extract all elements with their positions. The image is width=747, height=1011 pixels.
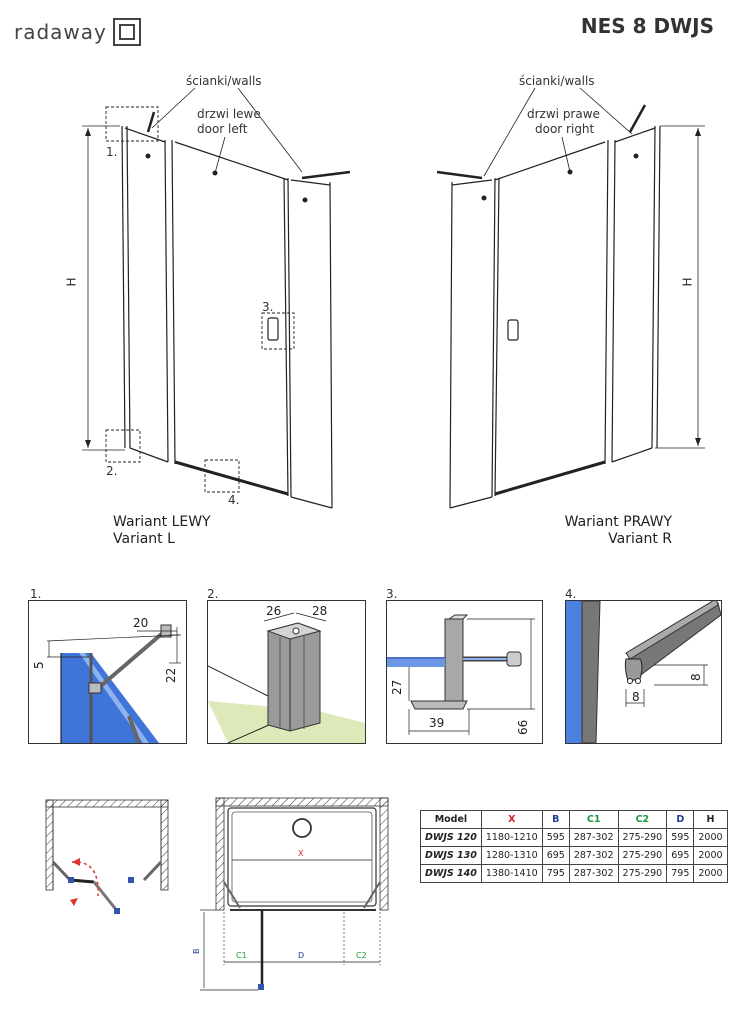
plan-x-label: X (298, 849, 304, 858)
table-cell: DWJS 120 (420, 828, 482, 847)
detail-1-dim-a: 20 (133, 616, 148, 630)
table-cell: 275-290 (617, 864, 668, 883)
detail-1-box: 20 5 22 (28, 600, 187, 744)
detail-4-dim-b: 8 (689, 673, 703, 681)
detail-1-dim-b: 5 (32, 661, 46, 669)
right-door-label-en: door right (535, 122, 595, 136)
detail-2-dim-b: 28 (312, 604, 327, 618)
detail-3-dim-c: 66 (516, 720, 530, 735)
plan-d-label: D (298, 951, 304, 960)
table-cell: 1180-1210 (480, 828, 543, 847)
detail-1-label: 1. (30, 587, 42, 601)
right-door-label-pl: drzwi prawe (527, 107, 600, 121)
table-row: DWJS 130 1280-1310 695 287-302 275-290 6… (420, 846, 728, 865)
plan-c2-label: C2 (356, 951, 367, 960)
plan-c1-label: C1 (236, 951, 247, 960)
left-variant-en: Variant L (113, 531, 175, 547)
col-x: X (480, 810, 543, 829)
table-cell: DWJS 130 (420, 846, 482, 865)
callout-2-label: 2. (106, 464, 118, 478)
detail-3-label: 3. (386, 587, 398, 601)
right-variant-caption: Wariant PRAWY Variant R (560, 514, 672, 548)
table-cell: DWJS 140 (420, 864, 482, 883)
col-b: B (541, 810, 570, 829)
left-variant-pl: Wariant LEWY (113, 514, 211, 530)
table-cell: 1380-1410 (480, 864, 543, 883)
right-variant-en: Variant R (608, 531, 672, 547)
col-c1: C1 (568, 810, 619, 829)
brand-logo: radaway (14, 18, 141, 46)
table-cell: 2000 (693, 846, 728, 865)
table-cell: 2000 (693, 828, 728, 847)
detail-1-dim-c: 22 (164, 668, 178, 683)
left-variant-caption: Wariant LEWY Variant L (113, 514, 211, 548)
table-header-row: Model X B C1 C2 D H (420, 810, 728, 829)
detail-4-dim-a: 8 (632, 690, 640, 704)
left-walls-label: ścianki/walls (186, 74, 262, 88)
left-door-label-en: door left (197, 122, 248, 136)
table-cell: 287-302 (568, 864, 619, 883)
table-cell: 275-290 (617, 846, 668, 865)
detail-2-box: 26 28 (207, 600, 366, 744)
table-row: DWJS 140 1380-1410 795 287-302 275-290 7… (420, 864, 728, 883)
table-cell: 795 (666, 864, 695, 883)
col-d: D (666, 810, 695, 829)
table-cell: 595 (666, 828, 695, 847)
table-cell: 795 (541, 864, 570, 883)
right-variant-pl: Wariant PRAWY (564, 514, 672, 530)
dimensions-table: Model X B C1 C2 D H DWJS 120 1180-1210 5… (420, 810, 728, 883)
table-cell: 287-302 (568, 828, 619, 847)
detail-2-label: 2. (207, 587, 219, 601)
col-h: H (693, 810, 728, 829)
table-cell: 1280-1310 (480, 846, 543, 865)
col-c2: C2 (617, 810, 668, 829)
table-row: DWJS 120 1180-1210 595 287-302 275-290 5… (420, 828, 728, 847)
callout-1-label: 1. (106, 145, 118, 159)
detail-4-label: 4. (565, 587, 577, 601)
brand-name: radaway (14, 20, 107, 44)
plan-b-label: B (192, 949, 201, 955)
col-model: Model (420, 810, 482, 829)
model-title: NES 8 DWJS (580, 14, 714, 38)
callout-4-label: 4. (228, 493, 240, 507)
table-cell: 695 (666, 846, 695, 865)
left-door-label-pl: drzwi lewe (197, 107, 261, 121)
detail-4-box: 8 8 (565, 600, 722, 744)
detail-3-dim-a: 27 (390, 680, 404, 695)
right-walls-label: ścianki/walls (519, 74, 595, 88)
table-cell: 695 (541, 846, 570, 865)
detail-3-dim-b: 39 (429, 716, 444, 730)
callout-3-label: 3. (262, 300, 274, 314)
detail-2-dim-a: 26 (266, 604, 281, 618)
detail-3box: 27 39 66 (386, 600, 543, 744)
table-cell: 275-290 (617, 828, 668, 847)
table-cell: 287-302 (568, 846, 619, 865)
brand-square-icon (112, 18, 141, 46)
table-cell: 2000 (693, 864, 728, 883)
table-cell: 595 (541, 828, 570, 847)
